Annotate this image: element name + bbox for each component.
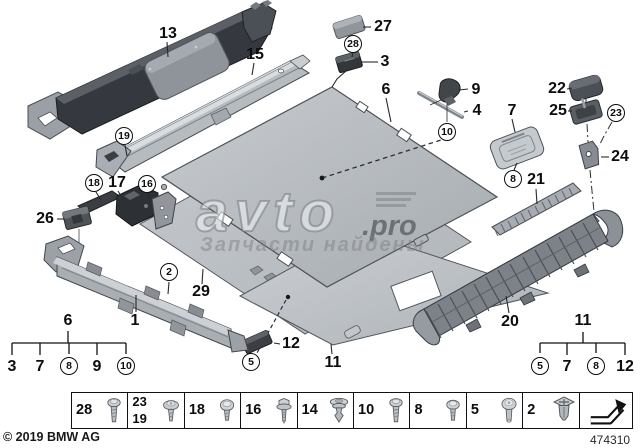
callout-7: 7 bbox=[507, 102, 517, 119]
callout-3: 3 bbox=[380, 53, 390, 70]
tree-6-leaf-3: 3 bbox=[7, 358, 17, 375]
round-head-screw-icon bbox=[220, 398, 235, 421]
rod-4 bbox=[417, 91, 464, 119]
fastener-ref: 5 bbox=[470, 402, 479, 419]
sill-20 bbox=[412, 209, 624, 346]
fastener-legend-table: 28 23 19 18 bbox=[71, 392, 633, 429]
callout-circle-19: 19 bbox=[115, 127, 133, 145]
callout-circle-23: 23 bbox=[607, 104, 625, 122]
fastener-ref: 16 bbox=[245, 402, 262, 419]
callout-20: 20 bbox=[501, 313, 519, 330]
latch-plate-7 bbox=[489, 126, 545, 170]
tree-6-leaf-8: 8 bbox=[60, 357, 78, 375]
fastener-ref: 10 bbox=[358, 402, 375, 419]
fastener-cell-23-19: 23 19 bbox=[128, 393, 185, 428]
handle-9 bbox=[438, 78, 461, 106]
rail-15 bbox=[95, 54, 311, 178]
callout-circle-10: 10 bbox=[438, 123, 456, 141]
fastener-ref: 8 bbox=[414, 402, 423, 419]
rail-1 bbox=[43, 235, 249, 353]
pan-head-screw-icon bbox=[107, 397, 122, 422]
round-head-screw-icon bbox=[446, 399, 460, 421]
tree-11-lines bbox=[539, 332, 626, 355]
latch-assembly-17 bbox=[77, 183, 177, 230]
tree-6-leaf-9: 9 bbox=[92, 358, 102, 375]
diagram-number: 474310 bbox=[590, 433, 631, 447]
leader-lines bbox=[57, 26, 609, 355]
fastener-ref: 18 bbox=[188, 402, 205, 419]
cap-22 bbox=[568, 74, 604, 102]
fastener-cell-10: 10 bbox=[354, 393, 411, 428]
tree-11-leaf-12: 12 bbox=[616, 358, 634, 375]
tree-11-root: 11 bbox=[574, 312, 592, 329]
callout-12: 12 bbox=[282, 335, 300, 352]
dash-dot-lines bbox=[585, 99, 613, 213]
callout-circle-8: 8 bbox=[504, 170, 522, 188]
pan-head-screw-icon bbox=[389, 397, 404, 422]
callout-1: 1 bbox=[130, 312, 140, 329]
fastener-cell-2: 2 bbox=[523, 393, 580, 428]
callout-15: 15 bbox=[246, 46, 264, 63]
callout-24: 24 bbox=[611, 148, 629, 165]
callout-21: 21 bbox=[527, 171, 545, 188]
fastener-cell-more bbox=[580, 393, 632, 428]
callout-13: 13 bbox=[159, 25, 177, 42]
tree-6-leaf-7: 7 bbox=[35, 358, 45, 375]
tree-6-lines bbox=[11, 331, 127, 355]
callout-circle-2: 2 bbox=[160, 263, 178, 281]
tree-11-leaf-5: 5 bbox=[531, 357, 549, 375]
panel-13 bbox=[27, 0, 277, 140]
fastener-cell-14: 14 bbox=[298, 393, 355, 428]
washer-head-screw-icon bbox=[162, 399, 179, 421]
continuation-arrow-icon bbox=[590, 398, 627, 425]
plate-27 bbox=[332, 15, 366, 39]
clip-3 bbox=[335, 50, 363, 74]
tree-6-root: 6 bbox=[63, 312, 73, 329]
fastener-cell-28: 28 bbox=[72, 393, 129, 428]
fastener-cell-8: 8 bbox=[410, 393, 467, 428]
push-pin-rivet-icon bbox=[329, 397, 349, 423]
callout-circle-18: 18 bbox=[85, 174, 103, 192]
callout-29: 29 bbox=[192, 283, 210, 300]
bracket-24 bbox=[578, 140, 600, 170]
callout-9: 9 bbox=[471, 81, 481, 98]
fastener-ref: 2 bbox=[527, 402, 536, 419]
fastener-ref: 28 bbox=[76, 402, 93, 419]
socket-25 bbox=[569, 98, 603, 125]
tree-6-leaf-10: 10 bbox=[117, 357, 135, 375]
callout-22: 22 bbox=[548, 80, 566, 97]
callout-circle-28: 28 bbox=[344, 35, 362, 53]
strip-21 bbox=[491, 182, 582, 237]
callout-17: 17 bbox=[108, 174, 126, 191]
oval-head-screw-icon bbox=[501, 397, 517, 422]
fastener-ref: 14 bbox=[301, 402, 318, 419]
callout-4: 4 bbox=[472, 102, 482, 119]
bracket-26 bbox=[62, 206, 92, 243]
fastener-cell-18: 18 bbox=[185, 393, 242, 428]
copyright-text: © 2019 BMW AG bbox=[3, 430, 100, 444]
callout-11: 11 bbox=[324, 354, 342, 371]
hex-flange-bolt-icon bbox=[276, 397, 292, 424]
panel-6 bbox=[160, 86, 499, 288]
callout-26: 26 bbox=[36, 210, 54, 227]
callout-25: 25 bbox=[549, 102, 567, 119]
tree-11-leaf-8: 8 bbox=[587, 357, 605, 375]
callout-circle-16: 16 bbox=[138, 175, 156, 193]
fastener-ref-pair: 23 19 bbox=[132, 394, 147, 426]
expanding-nut-icon bbox=[552, 395, 575, 420]
callout-27: 27 bbox=[374, 18, 392, 35]
fastener-cell-5: 5 bbox=[467, 393, 524, 428]
fastener-cell-16: 16 bbox=[241, 393, 298, 428]
callout-circle-5: 5 bbox=[242, 353, 260, 371]
tree-11-leaf-7: 7 bbox=[562, 358, 572, 375]
callout-6: 6 bbox=[381, 81, 391, 98]
